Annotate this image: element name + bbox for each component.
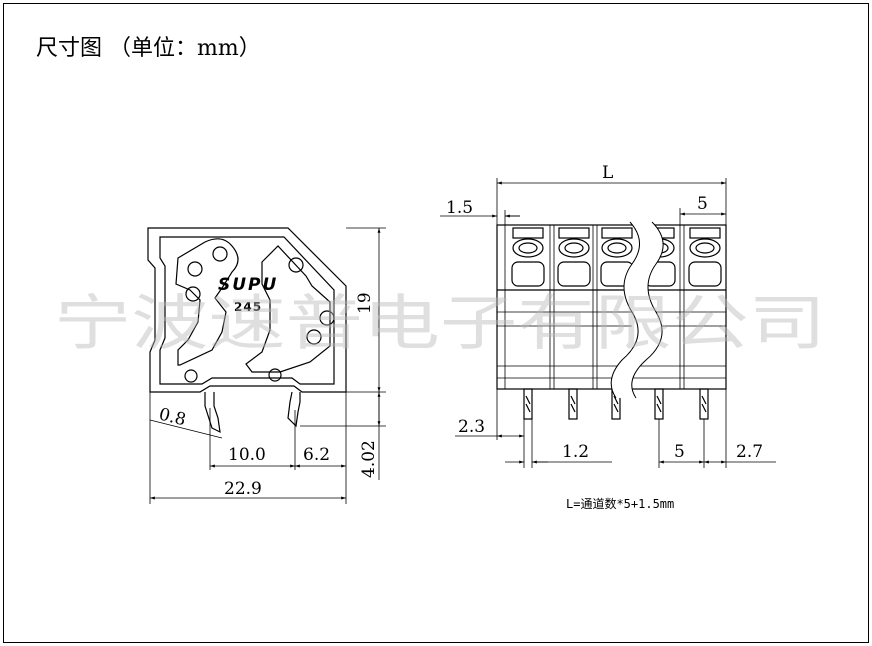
side-pin-left (204, 392, 221, 434)
side-pin-right (287, 391, 301, 428)
dim-pitch-top: 5 (697, 194, 708, 214)
dim-pin-length: 4.02 (359, 440, 379, 478)
channel (557, 227, 591, 287)
side-body-inner (159, 236, 335, 385)
dim-pitch-bottom: 5 (674, 442, 685, 462)
dim-pin-offset: 2.3 (458, 417, 485, 437)
dim-pin-width: 1.2 (562, 442, 589, 462)
channel (688, 227, 722, 287)
dim-pitch-b: 6.2 (303, 445, 330, 465)
model-label: 245 (234, 300, 262, 314)
drawing-title: 尺寸图 （单位：mm） (36, 36, 261, 61)
hole (288, 257, 304, 273)
front-view (496, 224, 727, 420)
hole (268, 368, 282, 382)
side-body-outline (147, 227, 347, 393)
dim-length: L (602, 163, 613, 183)
dim-pin-diameter: 0.8 (157, 404, 188, 430)
hole (184, 369, 198, 383)
length-formula: L=通道数*5+1.5mm (566, 496, 674, 511)
side-view (147, 227, 386, 504)
hole (319, 310, 335, 326)
front-pin (523, 388, 533, 420)
hole (212, 246, 228, 262)
front-pin (568, 388, 578, 420)
hole (185, 286, 201, 302)
dim-width: 22.9 (224, 479, 262, 499)
brand-label: SUPU (218, 275, 278, 295)
side-plate (175, 238, 239, 366)
channel (511, 227, 545, 287)
hole (306, 329, 322, 345)
dim-height: 19 (355, 292, 375, 314)
hole (187, 261, 203, 277)
front-pin (654, 388, 664, 420)
front-pin (699, 388, 709, 420)
dim-edge: 1.5 (446, 198, 473, 218)
front-dimensions (440, 178, 776, 468)
sheet-border (3, 3, 869, 643)
dim-pitch-a: 10.0 (228, 445, 266, 465)
dim-end: 2.7 (736, 442, 763, 462)
company-watermark: 宁波速普电子有限公司 (54, 289, 826, 359)
